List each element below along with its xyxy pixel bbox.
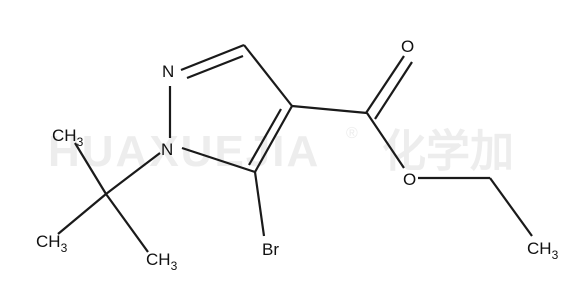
atom-n1-label: N [161,140,173,159]
bond-c5-br [253,171,266,237]
atom-o-carbonyl-label: O [401,37,414,56]
atom-ch3-bottom-label: CH3 [146,250,178,273]
atom-n2-label: N [162,62,174,81]
bond-n2-c3 [180,43,245,72]
watermark: HUAXUEJIA ® 化学加 [48,125,514,177]
bonds [57,43,533,253]
atom-ch3-ethyl-label: CH3 [527,239,559,262]
bond-carbonyl-o-double-b [374,61,413,120]
ch3-left-sub: 3 [61,241,68,255]
bond-c4-c5 [254,105,293,173]
atom-br-label: Br [262,240,279,259]
bond-cq-ch3-top [74,142,107,195]
bond-cq-ch3-left [57,193,107,235]
bond-c4-c5-double [248,108,282,166]
bond-c5-n1 [181,146,256,174]
bond-n1-cq [105,152,161,195]
ch3-top-sub: 3 [77,135,84,149]
atom-ch3-left-label: CH3 [36,232,68,255]
atom-labels: N N Br O O CH3 CH3 CH3 CH3 [36,37,559,273]
ch3-left-main: CH [36,232,61,251]
bond-carbonyl-o-ester [366,112,405,169]
atom-o-ester-label: O [403,170,416,189]
bond-c3-c4 [243,44,293,107]
atom-ch3-top-label: CH3 [52,126,84,149]
watermark-registered-mark: ® [346,125,358,142]
ch3-ethyl-sub: 3 [552,248,559,262]
bond-cq-ch3-bottom [105,193,149,253]
ch3-top-main: CH [52,126,77,145]
ch3-bottom-sub: 3 [171,259,178,273]
bond-ch2-ch3 [489,177,533,237]
watermark-cjk-text: 化学加 [382,126,514,177]
watermark-latin-text: HUAXUEJIA [48,127,320,176]
bond-c4-carbonyl [291,104,368,115]
bond-n2-c3-double [186,54,244,80]
ch3-bottom-main: CH [146,250,171,269]
bond-carbonyl-o-double-a [365,55,405,114]
ch3-ethyl-main: CH [527,239,552,258]
